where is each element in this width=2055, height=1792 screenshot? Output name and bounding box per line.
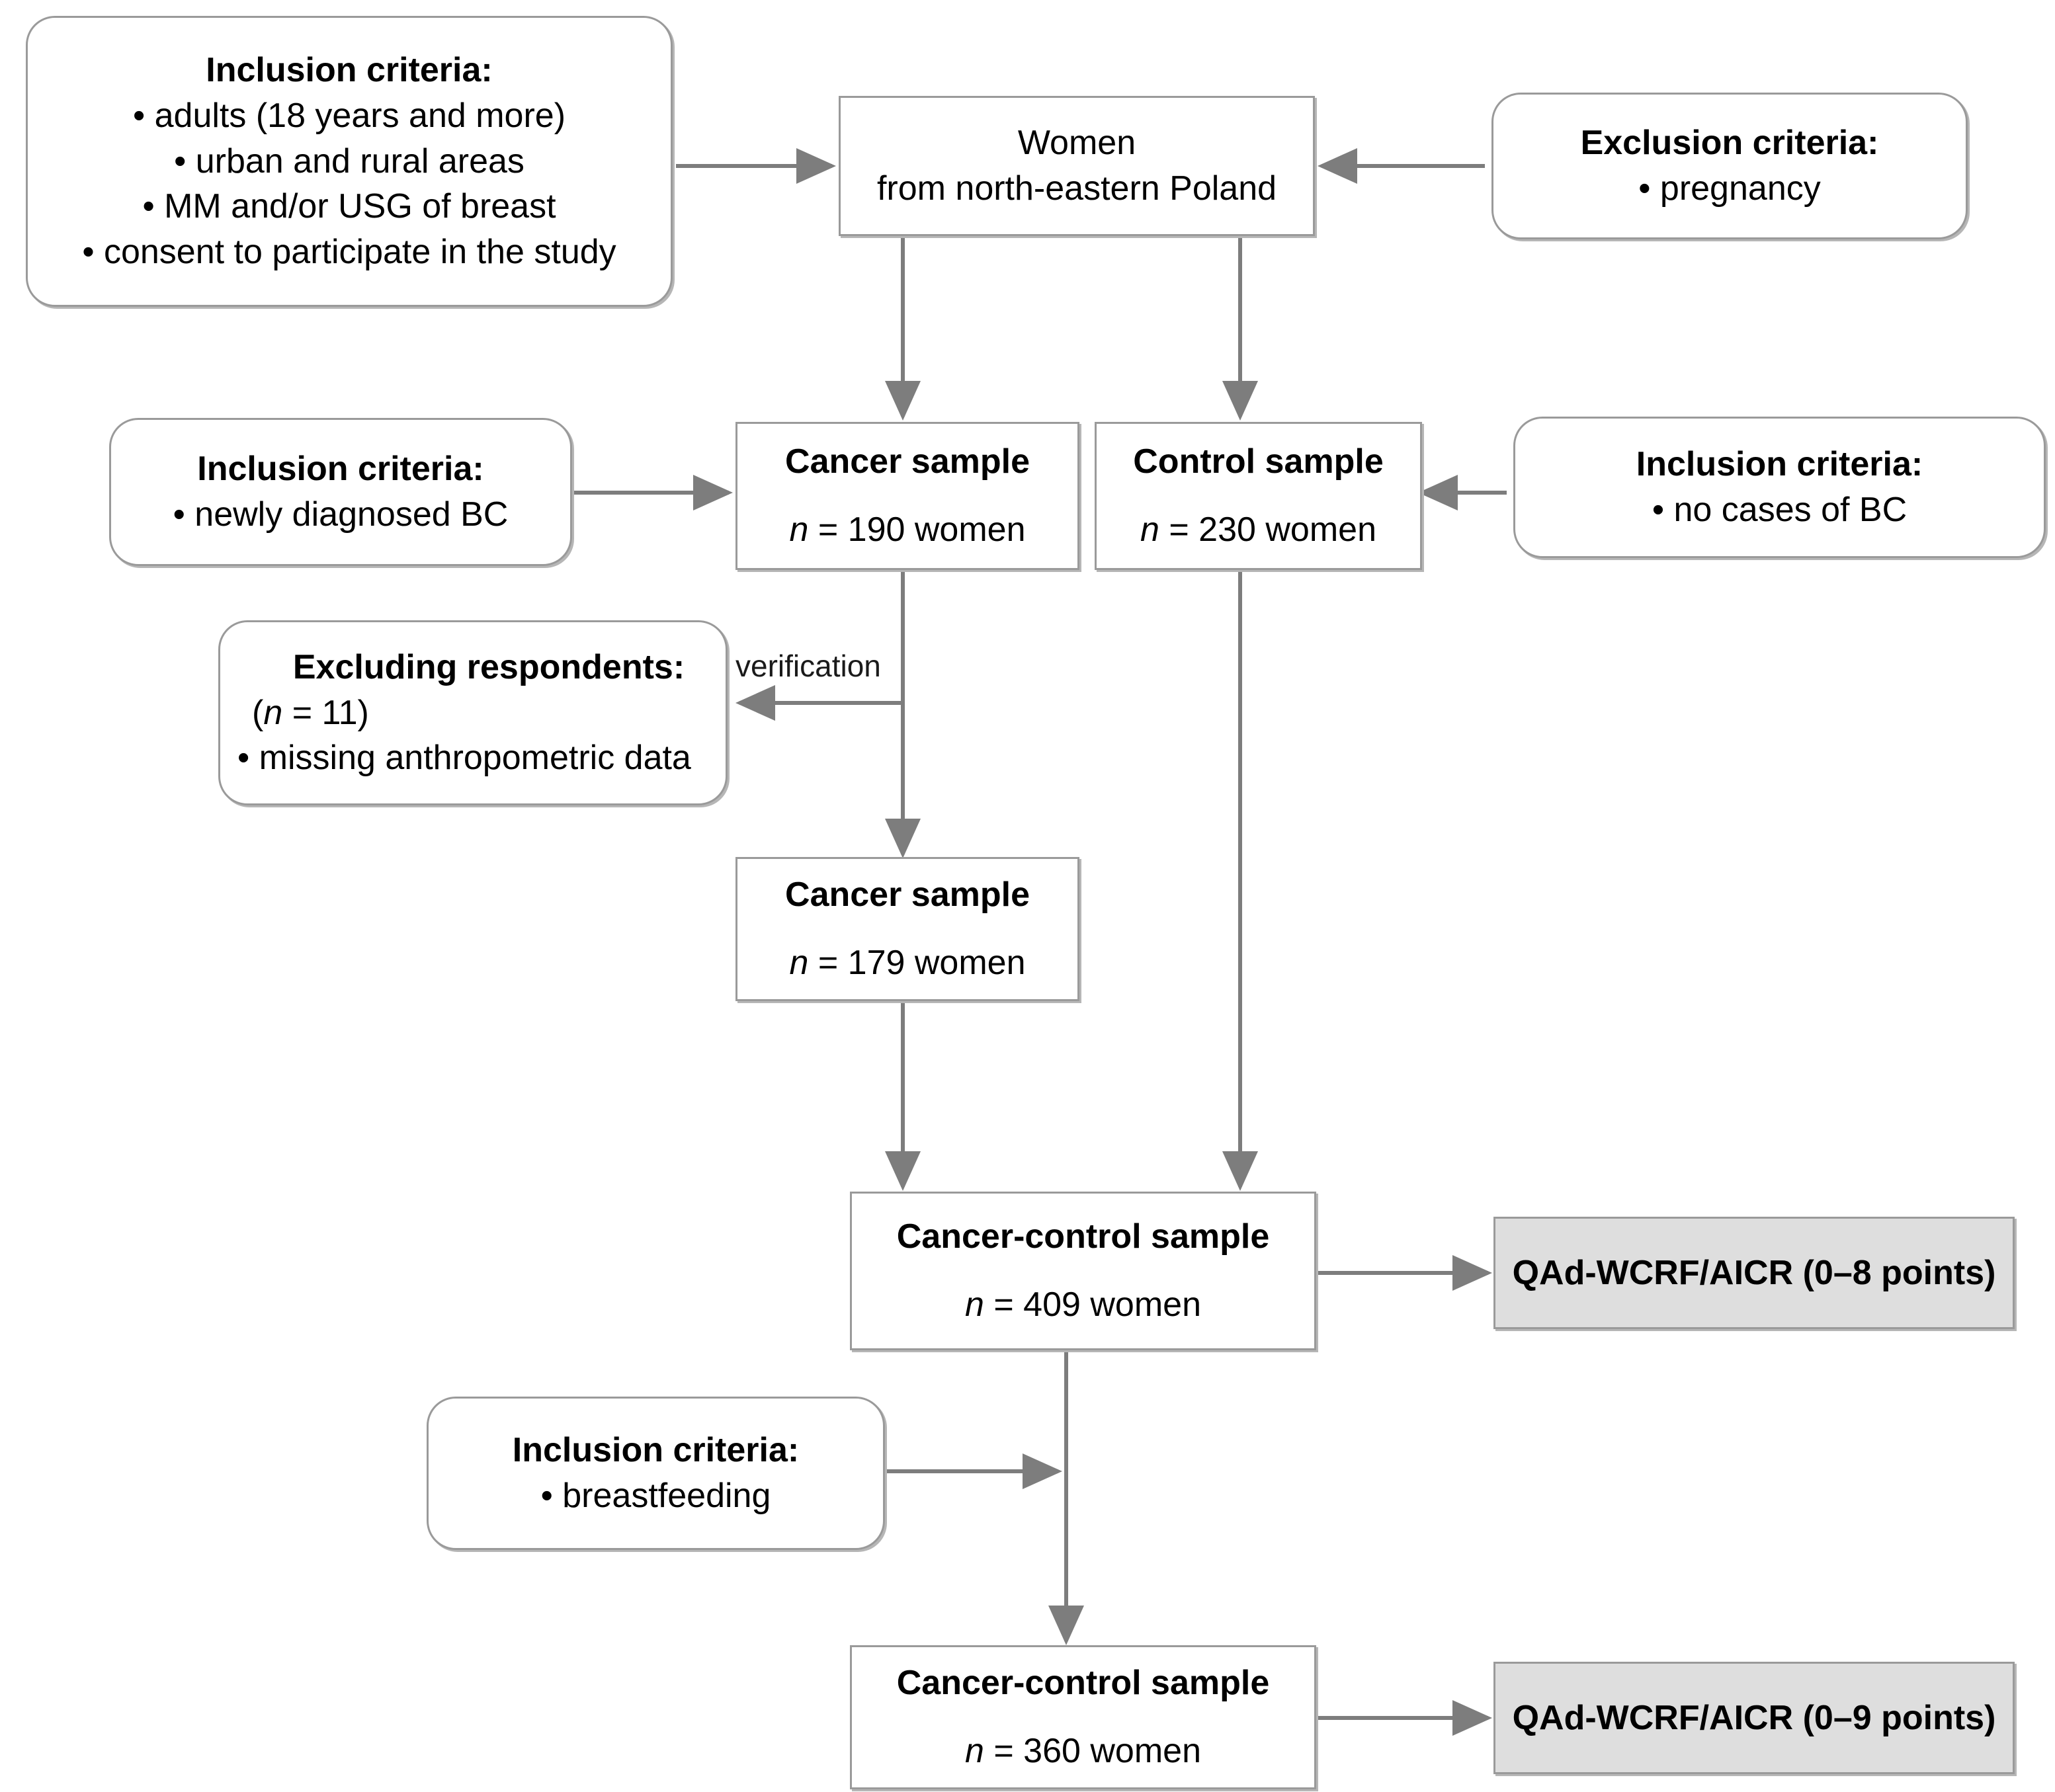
women-line-2: from north-eastern Poland xyxy=(876,169,1277,208)
node-cancer-sample-190: Cancer sample n = 190 women xyxy=(735,422,1079,570)
node-cancer-control-sample-409: Cancer-control sample n = 409 women xyxy=(850,1192,1316,1350)
cancer-sample-190-count: n = 190 women xyxy=(789,507,1025,553)
cancer-control-360-title: Cancer-control sample xyxy=(896,1664,1270,1703)
inclusion-main-item-1: • urban and rural areas xyxy=(174,142,524,181)
control-sample-230-count-value: = 230 women xyxy=(1159,510,1377,549)
node-cancer-control-sample-360: Cancer-control sample n = 360 women xyxy=(850,1645,1316,1789)
node-inclusion-criteria-cancer: Inclusion criteria: • newly diagnosed BC xyxy=(109,418,572,566)
node-inclusion-criteria-breastfeeding: Inclusion criteria: • breastfeeding xyxy=(427,1397,885,1550)
cancer-control-360-count-symbol: n xyxy=(964,1732,984,1770)
cancer-sample-179-count: n = 179 women xyxy=(789,940,1025,986)
inclusion-main-item-3: • consent to participate in the study xyxy=(82,232,616,271)
node-inclusion-criteria-control: Inclusion criteria: • no cases of BC xyxy=(1513,417,2046,558)
cancer-sample-190-count-symbol: n xyxy=(789,510,809,549)
cancer-control-409-count: n = 409 women xyxy=(965,1282,1201,1328)
edge-label-verification: verification xyxy=(735,649,881,683)
qad-0-8-label: QAd-WCRF/AICR (0–8 points) xyxy=(1512,1253,1996,1292)
inclusion-cancer-item-0: • newly diagnosed BC xyxy=(173,495,509,534)
inclusion-breastfeeding-item-0: • breastfeeding xyxy=(540,1477,771,1515)
excluding-respondents-count-value: = 11) xyxy=(282,693,369,732)
women-line-1: Women xyxy=(1017,124,1136,163)
inclusion-cancer-heading: Inclusion criteria: xyxy=(197,450,484,489)
cancer-control-409-count-value: = 409 women xyxy=(984,1285,1202,1324)
control-sample-230-count: n = 230 women xyxy=(1140,507,1376,553)
cancer-sample-179-count-value: = 179 women xyxy=(808,944,1026,982)
control-sample-230-count-symbol: n xyxy=(1140,510,1159,549)
inclusion-main-item-0: • adults (18 years and more) xyxy=(132,97,566,136)
node-exclusion-criteria-main: Exclusion criteria: • pregnancy xyxy=(1491,93,1968,239)
inclusion-breastfeeding-heading: Inclusion criteria: xyxy=(512,1431,800,1470)
qad-0-9-label: QAd-WCRF/AICR (0–9 points) xyxy=(1512,1698,1996,1737)
inclusion-control-item-0: • no cases of BC xyxy=(1652,491,1908,529)
excluding-respondents-count-symbol: n xyxy=(263,693,283,732)
excluding-respondents-count-prefix: ( xyxy=(252,693,264,732)
cancer-control-409-title: Cancer-control sample xyxy=(896,1217,1270,1256)
node-excluding-respondents: Excluding respondents: (n = 11) • missin… xyxy=(218,620,728,805)
node-inclusion-criteria-main: Inclusion criteria: • adults (18 years a… xyxy=(26,16,673,307)
exclusion-main-item-0: • pregnancy xyxy=(1638,169,1821,208)
cancer-control-409-count-symbol: n xyxy=(964,1285,984,1324)
cancer-sample-179-title: Cancer sample xyxy=(785,876,1030,915)
inclusion-main-item-2: • MM and/or USG of breast xyxy=(142,187,556,226)
inclusion-main-heading: Inclusion criteria: xyxy=(206,51,493,90)
node-qad-wcrf-aicr-0-8: QAd-WCRF/AICR (0–8 points) xyxy=(1493,1217,2015,1329)
control-sample-230-title: Control sample xyxy=(1133,442,1384,481)
cancer-sample-190-count-value: = 190 women xyxy=(808,510,1026,549)
inclusion-control-heading: Inclusion criteria: xyxy=(1636,445,1923,484)
excluding-respondents-heading: Excluding respondents: xyxy=(292,648,685,687)
node-qad-wcrf-aicr-0-9: QAd-WCRF/AICR (0–9 points) xyxy=(1493,1662,2015,1774)
cancer-control-360-count-value: = 360 women xyxy=(984,1732,1202,1770)
cancer-sample-190-title: Cancer sample xyxy=(785,442,1030,481)
excluding-respondents-count: (n = 11) xyxy=(252,690,369,736)
cancer-control-360-count: n = 360 women xyxy=(965,1729,1201,1774)
cancer-sample-179-count-symbol: n xyxy=(789,944,809,982)
node-women-source: Women from north-eastern Poland xyxy=(839,96,1315,236)
node-cancer-sample-179: Cancer sample n = 179 women xyxy=(735,857,1079,1001)
excluding-respondents-item-0: • missing anthropometric data xyxy=(237,739,691,778)
exclusion-main-heading: Exclusion criteria: xyxy=(1580,124,1879,163)
node-control-sample-230: Control sample n = 230 women xyxy=(1095,422,1422,570)
